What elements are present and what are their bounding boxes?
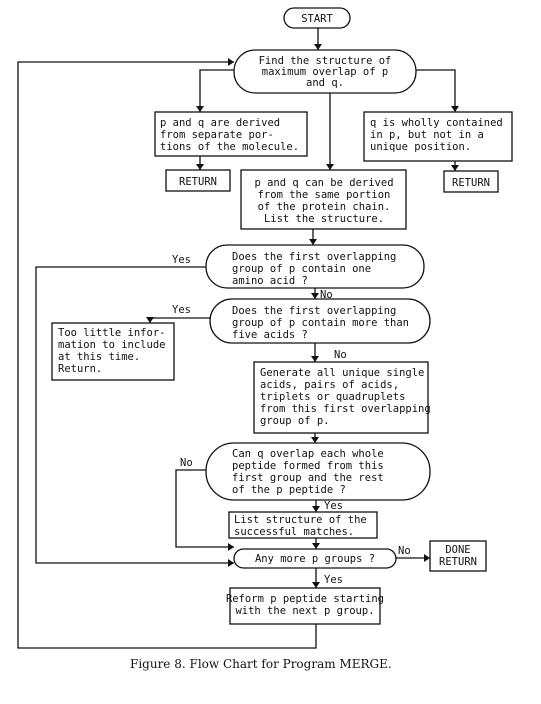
can-q-text-line: of the p peptide ? [232,484,346,496]
contained-text-line: in p, but not in a [370,129,484,141]
arrowhead [326,164,334,170]
same-text-line: p and q can be derived [254,177,393,189]
arrowhead [309,239,317,245]
too-little-info-node [51,322,175,381]
arrowhead [146,317,154,323]
same-portion-node [240,169,407,230]
yes-label: Yes [324,574,343,586]
generate-text-line: from this first overlapping [260,403,431,415]
arrowhead [311,356,319,362]
connector-firstone-yes [35,266,234,564]
connector-canq-no [175,469,234,548]
no-label: No [320,289,333,301]
start-text-line: START [301,13,333,25]
can-q-text-line: Can q overlap each whole [232,448,384,460]
yes-label: Yes [172,304,191,316]
yes-label: Yes [324,500,343,512]
arrowhead [312,506,320,512]
node-shapes [51,7,513,625]
connector-find-separate [199,69,234,112]
arrowhead [451,106,459,112]
reform-text-line: Reform p peptide starting [226,593,384,605]
separate-portions-node [154,111,308,157]
generate-text-line: acids, pairs of acids, [260,379,399,391]
reform-peptide-node [229,587,381,625]
arrowhead [228,543,234,551]
arrowheads [146,44,459,588]
generate-text-line: triplets or quadruplets [260,391,405,403]
first-group-one-acid-node [205,244,425,289]
first-one-text-line: amino acid ? [232,275,308,287]
no-label: No [334,349,347,361]
can-q-overlap-node [205,442,431,501]
too-little-text-line: Too little infor- [58,327,165,339]
generate-node [253,361,429,434]
reform-text-line: with the next p group. [235,605,374,617]
separate-text-line: tions of the molecule. [160,141,299,153]
find-structure-node [233,49,417,94]
done-text-line: DONE [445,544,470,556]
same-text-line: List the structure. [264,213,384,225]
connector-find-contained [416,69,456,112]
first-five-text-line: five acids ? [232,329,308,341]
can-q-text-line: peptide formed from this [232,460,384,472]
return-right-text-line: RETURN [452,177,490,189]
connector-firstfive-yes [149,317,210,323]
start-terminal [283,7,351,29]
first-one-text-line: Does the first overlapping [232,251,396,263]
too-little-text-line: at this time. [58,351,140,363]
arrowhead [311,293,319,299]
return-left-text-line: RETURN [179,176,217,188]
first-one-text-line: group of p contain one [232,263,371,275]
done-return-node [429,540,487,572]
no-label: No [398,545,411,557]
can-q-text-line: first group and the rest [232,472,384,484]
arrowhead [311,437,319,443]
arrowhead [314,44,322,50]
return-right-node [443,170,499,193]
connector-loop-back [17,61,317,649]
generate-text-line: group of p. [260,415,330,427]
find-text-line: Find the structure of [259,55,392,67]
list-struct-text-line: List structure of the [234,514,367,526]
contained-text-line: unique position. [370,141,471,153]
arrowhead [196,106,204,112]
same-text-line: from the same portion [258,189,391,201]
no-label: No [180,457,193,469]
arrowhead [196,164,204,170]
same-text-line: of the protein chain. [258,201,391,213]
figure-caption: Figure 8. Flow Chart for Program MERGE. [130,657,392,671]
first-five-text-line: group of p contain more than [232,317,409,329]
arrowhead [424,554,430,562]
arrowhead [228,58,234,66]
too-little-text-line: mation to include [58,339,165,351]
yes-label: Yes [172,254,191,266]
wholly-contained-node [363,111,513,162]
find-text-line: maximum overlap of p [262,66,388,78]
any-more-groups-node [233,548,397,569]
list-structure-node [228,511,378,539]
too-little-text-line: Return. [58,363,102,375]
arrowhead [451,165,459,171]
separate-text-line: from separate por- [160,129,274,141]
done-text-line: RETURN [439,556,477,568]
find-text-line: and q. [306,77,344,89]
list-struct-text-line: successful matches. [234,526,354,538]
first-group-five-acids-node [209,298,431,344]
arrowhead [312,582,320,588]
generate-text-line: Generate all unique single [260,367,424,379]
arrowhead [312,543,320,549]
any-more-text-line: Any more p groups ? [255,553,375,565]
branch-labels: Yes No Yes No No Yes No Yes [172,254,411,586]
contained-text-line: q is wholly contained [370,117,503,129]
arrowhead [228,559,234,567]
first-five-text-line: Does the first overlapping [232,305,396,317]
return-left-node [165,169,231,192]
separate-text-line: p and q are derived [160,117,280,129]
